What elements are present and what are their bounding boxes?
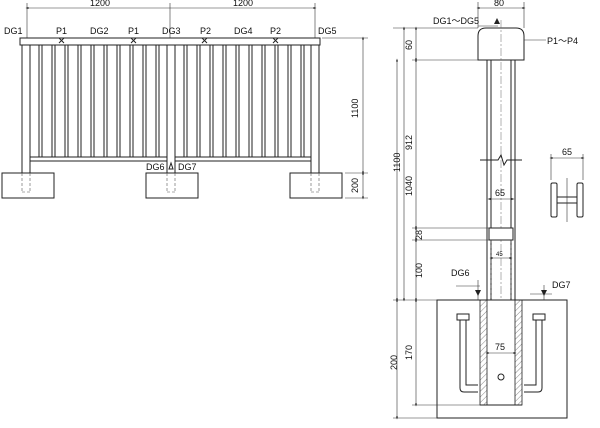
dim-1100: 1100 — [392, 153, 402, 172]
dim-65-section: 65 — [562, 147, 572, 157]
front-view: 1200 1200 — [1, 0, 368, 200]
label-dg7-side: DG7 — [552, 280, 571, 290]
label-dg7: DG7 — [178, 162, 197, 172]
dim-height: 1100 — [350, 99, 360, 118]
label-dg6-side: DG6 — [451, 268, 470, 278]
label-p-range: P1～P4 — [547, 36, 578, 46]
side-left-dimensions: 60 912 28 100 170 1100 1040 200 — [389, 26, 489, 420]
label-dg-range: DG1～DG5 — [433, 16, 479, 26]
dim-left-span: 1200 — [90, 0, 110, 8]
label-dg5: DG5 — [318, 26, 337, 36]
footing-center — [145, 172, 199, 199]
bolt-hole — [497, 373, 505, 381]
p-markers — [58, 37, 279, 44]
post-left — [21, 44, 31, 174]
dim-912: 912 — [404, 135, 414, 150]
side-view: 80 DG1～DG5 P1～P4 65 45 — [389, 0, 578, 420]
dim-65-inner: 65 — [495, 188, 505, 198]
anchor-right — [524, 318, 543, 393]
label-dg1: DG1 — [4, 26, 23, 36]
label-p1-right: P1 — [128, 26, 139, 36]
label-dg3: DG3 — [162, 26, 181, 36]
dim-100: 100 — [414, 263, 424, 278]
section-view: 65 — [549, 147, 585, 222]
dim-60: 60 — [404, 40, 414, 50]
label-dg6: DG6 — [146, 162, 165, 172]
embed-hatch-left — [479, 299, 488, 406]
dim-45: 45 — [496, 252, 503, 258]
sleeve — [488, 227, 514, 241]
flange-right — [576, 182, 584, 218]
post-right — [310, 44, 320, 174]
dim-200: 200 — [389, 355, 399, 370]
dim-right-span: 1200 — [233, 0, 253, 8]
bars-right-panel — [183, 45, 305, 157]
bars-left-panel — [38, 45, 160, 157]
front-right-dimensions: 1100 200 — [322, 36, 368, 200]
embed-hatch-right — [514, 299, 523, 406]
footing-left — [1, 172, 55, 199]
dim-1040: 1040 — [404, 176, 414, 196]
footing-right — [289, 172, 343, 199]
dim-170: 170 — [404, 345, 414, 360]
dim-top-width: 80 — [494, 0, 504, 8]
label-p1-left: P1 — [56, 26, 67, 36]
label-dg4: DG4 — [234, 26, 253, 36]
dim-footing: 200 — [350, 178, 360, 193]
anchor-left — [459, 318, 478, 393]
dim-75: 75 — [495, 342, 505, 352]
flange-left — [550, 182, 558, 218]
post-center — [166, 44, 176, 174]
dim-28: 28 — [414, 230, 424, 240]
label-dg2: DG2 — [90, 26, 109, 36]
label-p2-left: P2 — [200, 26, 211, 36]
label-p2-right: P2 — [270, 26, 281, 36]
front-top-dimension: 1200 1200 — [25, 0, 317, 38]
